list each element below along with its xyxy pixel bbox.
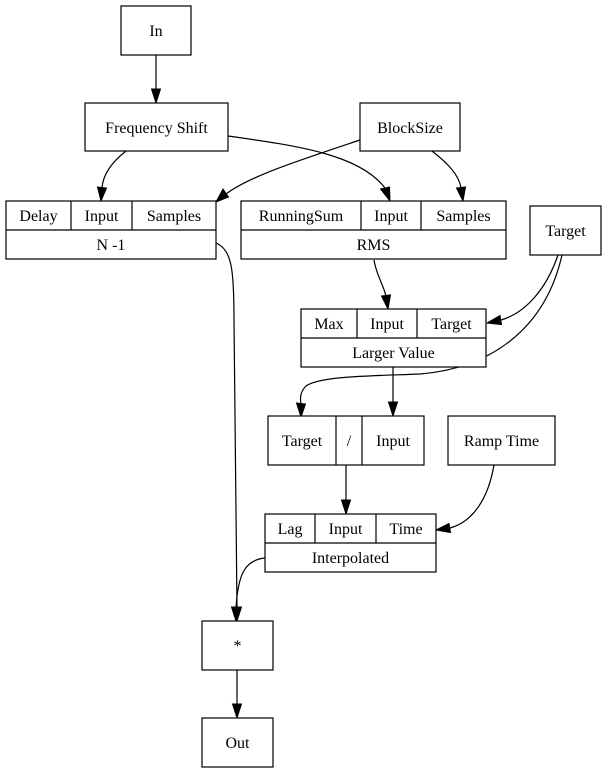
node-target-label: Target — [545, 223, 586, 240]
node-in: In — [120, 5, 192, 56]
rms-label: RMS — [357, 237, 391, 254]
node-frequency-shift: Frequency Shift — [84, 102, 229, 152]
rms-port-runningsum: RunningSum — [259, 208, 344, 225]
divide-operator: / — [347, 433, 352, 450]
node-divide: Target / Input — [267, 415, 425, 466]
edge-interpolated-to-multiply — [230, 557, 266, 623]
node-out: Out — [201, 717, 274, 768]
node-multiply: * — [201, 620, 274, 671]
node-ramp-time-label: Ramp Time — [464, 433, 539, 450]
divide-port-input: Input — [376, 433, 410, 450]
rms-port-samples: Samples — [436, 208, 490, 225]
lag-port-input: Input — [329, 521, 363, 538]
max-label: Larger Value — [352, 345, 434, 362]
edge-blocksize-to-delay-samples — [214, 139, 361, 203]
rms-port-input: Input — [374, 208, 408, 225]
node-multiply-label: * — [234, 638, 242, 655]
node-blocksize: BlockSize — [359, 102, 461, 152]
edge-max-to-divide-input — [387, 367, 399, 418]
lag-port-lag: Lag — [278, 521, 303, 538]
delay-port-samples: Samples — [147, 208, 201, 225]
node-max: Max Input Target Larger Value — [300, 308, 487, 368]
node-lag: Lag Input Time Interpolated — [264, 513, 437, 573]
node-ramp-time: Ramp Time — [447, 415, 556, 466]
edge-ramp-time-to-lag-time — [434, 464, 495, 534]
lag-port-time: Time — [389, 521, 422, 538]
lag-label: Interpolated — [312, 550, 389, 567]
node-target: Target — [529, 205, 602, 256]
edge-rms-to-max-input — [373, 259, 392, 311]
edge-in-to-frequency-shift — [150, 55, 162, 105]
edge-target-to-max-target — [485, 254, 559, 326]
max-port-input: Input — [370, 316, 404, 333]
node-blocksize-label: BlockSize — [377, 120, 443, 137]
edge-frequency-shift-to-rms-input — [227, 135, 391, 203]
max-port-max: Max — [314, 316, 343, 333]
edge-blocksize-to-rms-samples — [431, 150, 467, 203]
node-delay: Delay Input Samples N -1 — [5, 200, 217, 260]
edge-multiply-to-out — [231, 670, 243, 720]
delay-port-input: Input — [85, 208, 119, 225]
max-port-target: Target — [431, 316, 472, 333]
node-out-label: Out — [226, 735, 251, 752]
edge-frequency-shift-to-delay-input — [96, 150, 127, 203]
node-in-label: In — [149, 23, 162, 40]
edge-delay-to-multiply — [215, 242, 243, 623]
node-frequency-shift-label: Frequency Shift — [105, 120, 208, 137]
delay-label: N -1 — [97, 237, 126, 254]
edges — [96, 55, 563, 720]
edge-divide-to-lag-input — [340, 465, 352, 516]
divide-port-target: Target — [282, 433, 323, 450]
node-rms: RunningSum Input Samples RMS — [240, 200, 507, 260]
delay-port-delay: Delay — [19, 208, 57, 225]
